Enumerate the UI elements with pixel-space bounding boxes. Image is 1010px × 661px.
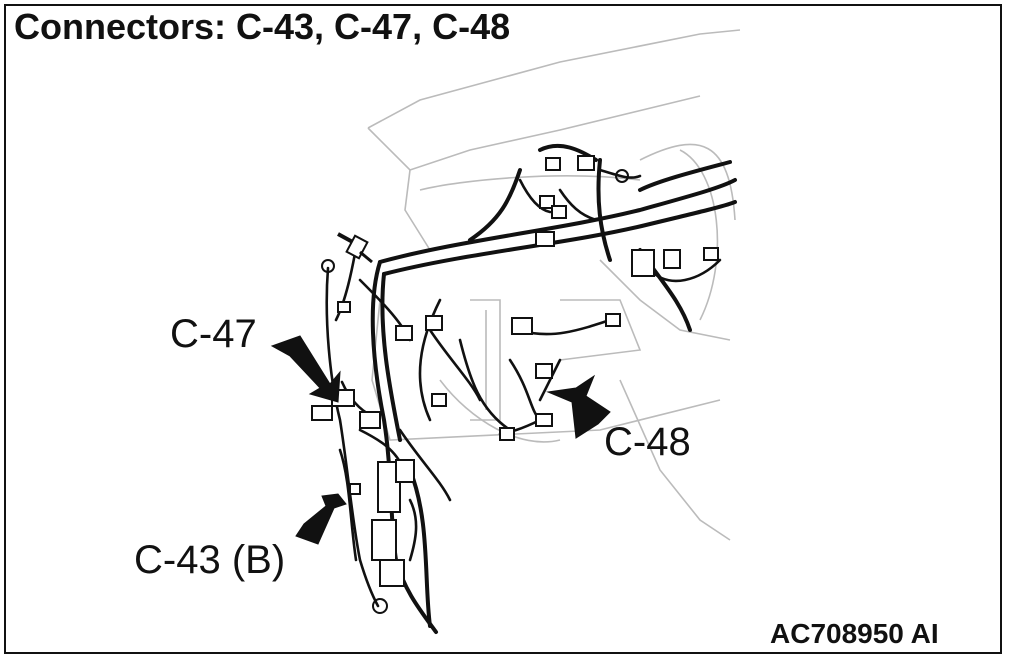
dashboard-outline bbox=[367, 29, 741, 541]
grommet-plug bbox=[337, 232, 373, 264]
arrow-c48 bbox=[546, 374, 611, 439]
arrow-c43 bbox=[295, 493, 347, 545]
callout-label-c43: C-43 (B) bbox=[134, 538, 286, 582]
callout-label-c48: C-48 bbox=[604, 420, 691, 464]
arrow-c47 bbox=[270, 335, 341, 403]
harness-connectors bbox=[311, 155, 719, 587]
ring-terminals bbox=[321, 169, 629, 614]
callout-label-c47: C-47 bbox=[170, 312, 257, 356]
figure-code: AC708950 AI bbox=[770, 618, 939, 649]
diagram-title: Connectors: C-43, C-47, C-48 bbox=[14, 6, 511, 47]
diagram-border bbox=[4, 4, 1002, 654]
callout-arrows bbox=[270, 335, 611, 545]
